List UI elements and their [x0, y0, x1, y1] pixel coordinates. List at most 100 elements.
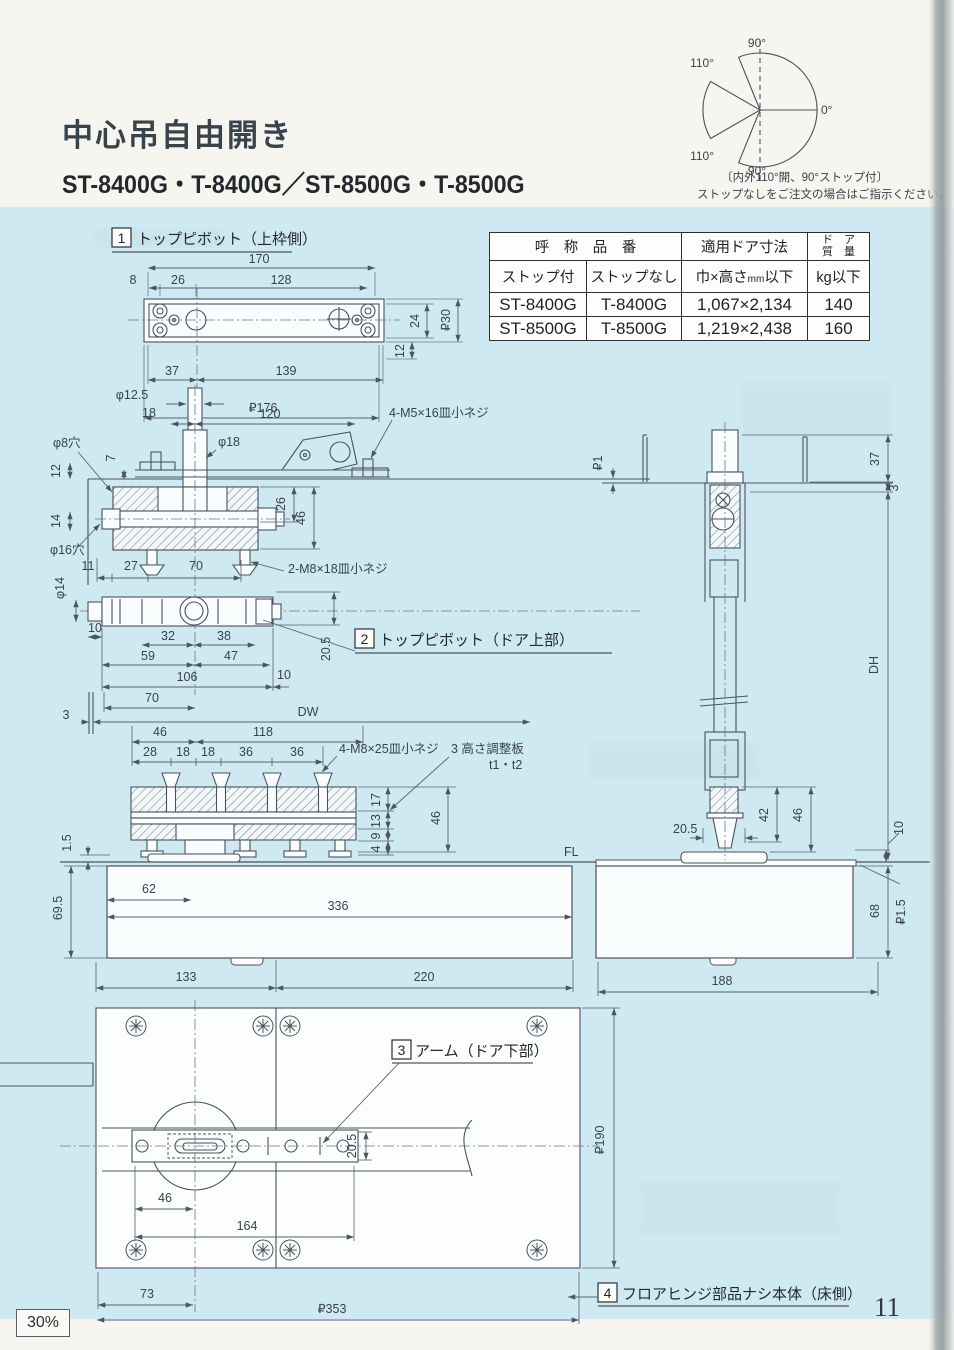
dim-164: 164	[237, 1219, 258, 1233]
angle-label-top: 90°	[748, 36, 766, 50]
col-header-without-stop: ストップなし	[586, 260, 682, 293]
cell-model-stop: ST-8500G	[489, 316, 587, 341]
label-screw-m8-18: 2-M8×18皿小ネジ	[288, 562, 388, 576]
dim-phi16-hole: φ16穴	[50, 542, 85, 557]
cell-weight: 160	[807, 316, 870, 341]
dim-46-bottom: 46	[158, 1191, 172, 1205]
part4-title: フロアヒンジ部品ナシ本体（床側）	[622, 1286, 862, 1303]
dim-11: 11	[82, 559, 95, 573]
part-label-3: 3 アーム（ドア下部）	[322, 1039, 549, 1144]
section-dimensions	[67, 401, 393, 622]
dim-188: 188	[712, 974, 733, 988]
size-unit-post: 以下	[764, 270, 794, 286]
part-label-4: 4 フロアヒンジ部品ナシ本体（床側）	[568, 1282, 862, 1307]
col-header-door-weight: ド ア 質 量	[807, 232, 870, 261]
angle-label-right: 0°	[821, 103, 833, 117]
plan-extension-lines	[143, 272, 463, 422]
door-weight-line2: 質 量	[822, 245, 855, 258]
dim-18b: 18	[201, 745, 215, 759]
part4-number: 4	[604, 1285, 612, 1301]
dim-12-left: 12	[49, 464, 63, 478]
dim-47: 47	[224, 649, 238, 663]
table-row: ST-8400G T-8400G 1,067×2,134 140	[489, 292, 870, 317]
right-dimensions	[597, 434, 901, 996]
door-width-dimensions	[81, 692, 530, 725]
dim-133: 133	[176, 970, 197, 984]
dim-59: 59	[141, 649, 155, 663]
dim-36b: 36	[290, 745, 304, 759]
dim-dh: DH	[867, 656, 881, 674]
dim-7: 7	[104, 454, 118, 461]
dim-p353: ₽353	[318, 1302, 347, 1316]
part3-number: 3	[398, 1042, 406, 1058]
section-centerlines	[80, 385, 640, 695]
col-header-weight-unit: kg以下	[807, 260, 870, 293]
dim-10: 10	[88, 621, 102, 635]
dim-20-5-right: 20.5	[673, 822, 697, 836]
page-title: 中心吊自由開き	[62, 118, 293, 153]
strip-dimensions	[88, 591, 340, 691]
label-height-adjust-plate: 3 高さ調整板	[451, 741, 524, 756]
dim-106: 106	[177, 670, 198, 684]
dim-17: 17	[369, 793, 383, 807]
top-pivot-plan-drawing	[143, 298, 385, 343]
label-t1-t2: t1・t2	[489, 758, 522, 772]
dim-128: 128	[271, 273, 292, 287]
col-header-product-number: 呼 称 品 番	[489, 232, 682, 261]
dim-46-right: 46	[429, 811, 443, 825]
part2-title: トップピボット（ドア上部）	[379, 632, 574, 649]
label-fl: FL	[564, 845, 579, 859]
dim-118: 118	[253, 725, 273, 739]
cell-weight: 140	[807, 292, 870, 317]
door-weight-line1: ド ア	[822, 234, 855, 246]
label-screw-m5: 4-M5×16皿小ネジ	[389, 406, 489, 420]
dim-10-right: 10	[277, 668, 291, 682]
rail-dimensions	[80, 726, 456, 871]
page-edge-shadow	[928, 0, 954, 1350]
dim-phi18: φ18	[218, 435, 240, 449]
dim-70-mid: 70	[145, 691, 159, 705]
scale-badge: 30%	[16, 1309, 70, 1337]
dim-18: 18	[142, 406, 156, 420]
dim-46-pivot: 46	[791, 808, 805, 822]
dim-phi8-hole: φ8穴	[53, 435, 81, 450]
angle-label-bottom: 90°	[748, 164, 766, 178]
swing-caption-2: ストップなしをご注文の場合はご指示ください。	[697, 187, 950, 201]
cell-door-size: 1,219×2,438	[681, 316, 808, 341]
size-unit-mm: mm	[747, 274, 765, 285]
part-label-2: 2 トップピボット（ドア上部）	[262, 619, 612, 654]
label-screw-m8-25: 4-M8×25皿小ネジ	[339, 742, 439, 756]
part3-title: アーム（ドア下部）	[415, 1043, 549, 1060]
dim-73: 73	[140, 1287, 154, 1301]
print-bleed	[742, 382, 892, 437]
dim-12: 12	[393, 344, 407, 358]
door-height-section-drawing	[642, 429, 808, 864]
col-header-with-stop: ストップ付	[489, 260, 587, 293]
part1-title: トップピボット（上枠側）	[137, 231, 317, 248]
table-row: ST-8500G T-8500G 1,219×2,438 160	[489, 316, 870, 341]
dim-70: 70	[189, 559, 203, 573]
dim-139: 139	[276, 364, 297, 378]
angle-label-lower-left: 110°	[690, 149, 714, 163]
swing-caption-1: 〔内外110°開、90°ストップ付〕	[721, 170, 888, 184]
door-top-pivot-drawing	[87, 596, 282, 627]
plan-dimension-lines	[144, 265, 461, 421]
dim-62: 62	[142, 882, 156, 896]
part-label-1: 1 トップピボット（上枠側）	[111, 227, 317, 253]
dim-68: 68	[868, 904, 882, 918]
dim-42: 42	[757, 808, 771, 822]
dim-phi14: φ14	[53, 577, 67, 599]
dim-24: 24	[408, 314, 422, 328]
col-header-size-unit: 巾×高さmm以下	[681, 260, 808, 293]
dim-37-right: 37	[868, 452, 882, 466]
dim-26: 26	[171, 273, 185, 287]
dim-38: 38	[217, 629, 231, 643]
dim-3: 3	[63, 708, 70, 722]
floor-hinge-body-drawing	[60, 859, 930, 966]
print-bleed	[590, 742, 760, 780]
dim-27: 27	[124, 559, 138, 573]
page-number: 11	[874, 1292, 900, 1322]
dim-p176: ₽176	[249, 401, 278, 415]
part2-number: 2	[361, 631, 369, 647]
